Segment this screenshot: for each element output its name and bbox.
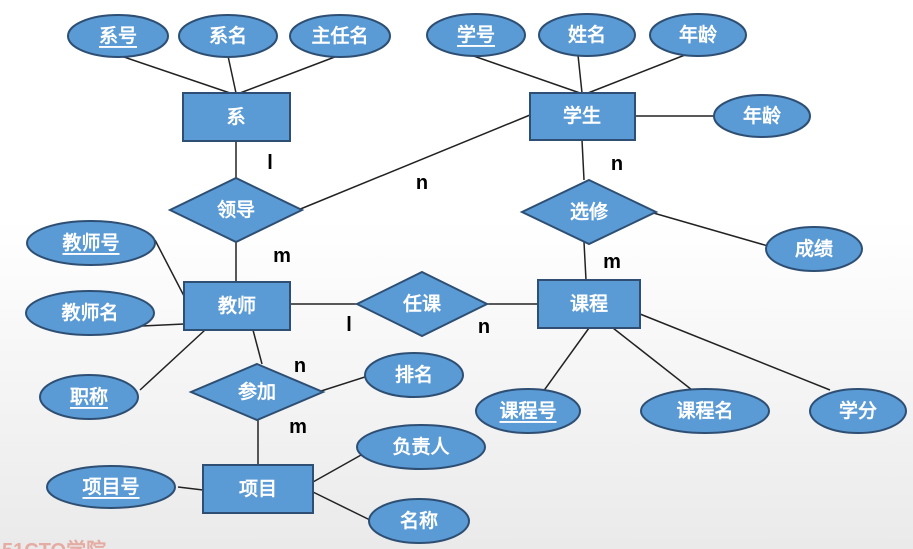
attribute-teacher-no: 教师号 — [26, 220, 156, 266]
attribute-grade: 成绩 — [765, 226, 863, 272]
attribute-project-name: 名称 — [368, 498, 470, 544]
watermark: 51CTO学院 — [2, 538, 106, 549]
attribute-dept-name: 系名 — [178, 14, 278, 58]
relationship-lead: 领导 — [167, 176, 305, 244]
relationship-participate: 参加 — [188, 362, 326, 422]
attribute-course-name-label: 课程名 — [676, 399, 733, 422]
cardinality-elective-course: m — [603, 251, 621, 273]
relationship-teach: 任课 — [354, 270, 490, 338]
entity-dept-label: 系 — [226, 106, 245, 128]
attribute-title: 职称 — [39, 374, 139, 420]
relationship-teach-label: 任课 — [402, 292, 442, 315]
relationship-lead-label: 领导 — [217, 198, 255, 221]
attribute-dept-no-label: 系号 — [99, 25, 137, 47]
attribute-title-label: 职称 — [70, 385, 108, 408]
attribute-course-no: 课程号 — [475, 388, 581, 434]
attribute-course-no-label: 课程号 — [499, 400, 556, 422]
attribute-leader-label: 负责人 — [392, 435, 450, 458]
attribute-student-no-label: 学号 — [457, 23, 495, 46]
attribute-teacher-no-label: 教师号 — [62, 231, 119, 254]
cardinality-teach-course: n — [478, 316, 490, 338]
attribute-student-age-right: 年龄 — [713, 94, 811, 138]
entity-course: 课程 — [537, 279, 641, 329]
entity-project-label: 项目 — [239, 478, 277, 500]
attribute-course-name: 课程名 — [640, 388, 770, 434]
attribute-student-name: 姓名 — [538, 13, 636, 57]
attribute-student-name-label: 姓名 — [568, 23, 606, 46]
cardinalities: l n m n m l n n m — [267, 152, 623, 438]
attribute-director-label: 主任名 — [311, 24, 368, 47]
cardinality-lead-student: n — [416, 172, 428, 194]
attribute-teacher-name: 教师名 — [25, 290, 155, 336]
attribute-student-age-top-label: 年龄 — [679, 23, 718, 46]
attribute-credit: 学分 — [809, 388, 907, 434]
relationship-participate-label: 参加 — [238, 380, 276, 403]
relationship-elective: 选修 — [519, 178, 659, 246]
attribute-teacher-name-label: 教师名 — [61, 301, 118, 324]
connectors — [117, 52, 831, 521]
cardinality-lead-dept: l — [267, 152, 273, 174]
relationship-elective-label: 选修 — [570, 200, 609, 223]
attribute-director: 主任名 — [289, 14, 391, 58]
attribute-grade-label: 成绩 — [795, 237, 833, 260]
entity-project: 项目 — [202, 464, 314, 514]
attribute-rank: 排名 — [364, 352, 464, 398]
entity-student: 学生 — [529, 92, 636, 141]
entity-dept: 系 — [182, 92, 291, 142]
attribute-project-no: 项目号 — [46, 465, 176, 509]
attribute-leader: 负责人 — [356, 424, 486, 470]
cardinality-participate-project: m — [289, 416, 307, 438]
cardinality-teach-teacher: l — [346, 314, 352, 336]
cardinality-lead-teacher: m — [273, 245, 291, 267]
attribute-project-name-label: 名称 — [400, 509, 438, 532]
cardinality-participate-teacher: n — [294, 355, 306, 377]
attribute-student-age-right-label: 年龄 — [743, 104, 782, 127]
entity-teacher: 教师 — [183, 281, 291, 331]
cardinality-elective-student: n — [611, 153, 623, 175]
attribute-project-no-label: 项目号 — [82, 476, 139, 498]
entity-teacher-label: 教师 — [218, 294, 256, 317]
attribute-rank-label: 排名 — [395, 363, 433, 386]
entity-student-label: 学生 — [563, 104, 601, 127]
attribute-student-age-top: 年龄 — [649, 13, 747, 57]
attribute-dept-no: 系号 — [67, 14, 169, 58]
attribute-credit-label: 学分 — [839, 399, 877, 422]
entity-course-label: 课程 — [570, 293, 608, 315]
attribute-student-no: 学号 — [426, 13, 526, 57]
attribute-dept-name-label: 系名 — [209, 24, 247, 47]
